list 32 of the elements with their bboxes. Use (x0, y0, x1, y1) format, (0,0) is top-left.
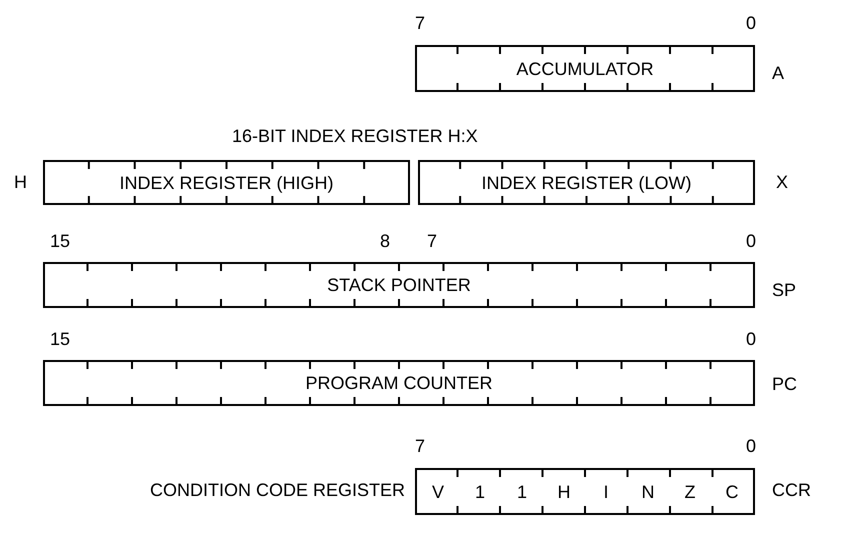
register-label: A (772, 62, 784, 84)
flag-bit: N (642, 480, 654, 502)
register-group-title: 16-BIT INDEX REGISTER H:X (232, 125, 478, 147)
register-box (43, 262, 755, 308)
register-label: SP (772, 279, 796, 301)
register-box (43, 360, 755, 406)
bit-number: 7 (427, 230, 438, 252)
flag-bit: 1 (474, 480, 485, 502)
register-box (43, 160, 410, 205)
flag-bit: I (603, 480, 608, 502)
register-label: X (776, 171, 788, 193)
bit-number: 15 (50, 328, 70, 350)
bit-number: 0 (746, 12, 756, 34)
register-label: H (14, 171, 27, 193)
bit-number: 0 (746, 328, 756, 350)
flag-bit: 1 (516, 480, 527, 502)
register-box (415, 45, 755, 92)
register-box (415, 468, 755, 515)
bit-number: 0 (746, 435, 756, 457)
bit-number: 15 (50, 230, 70, 252)
flag-bit: V (432, 480, 444, 502)
register-label: CONDITION CODE REGISTER (150, 479, 406, 501)
bit-number: 0 (746, 230, 756, 252)
flag-bit: Z (684, 480, 696, 502)
bit-number: 8 (380, 230, 390, 252)
flag-bit: C (726, 480, 738, 502)
register-label: PC (772, 373, 798, 395)
register-box (418, 160, 755, 205)
flag-bit: H (558, 480, 570, 502)
bit-number: 7 (415, 12, 426, 34)
register-label: CCR (772, 479, 811, 501)
bit-number: 7 (415, 435, 426, 457)
